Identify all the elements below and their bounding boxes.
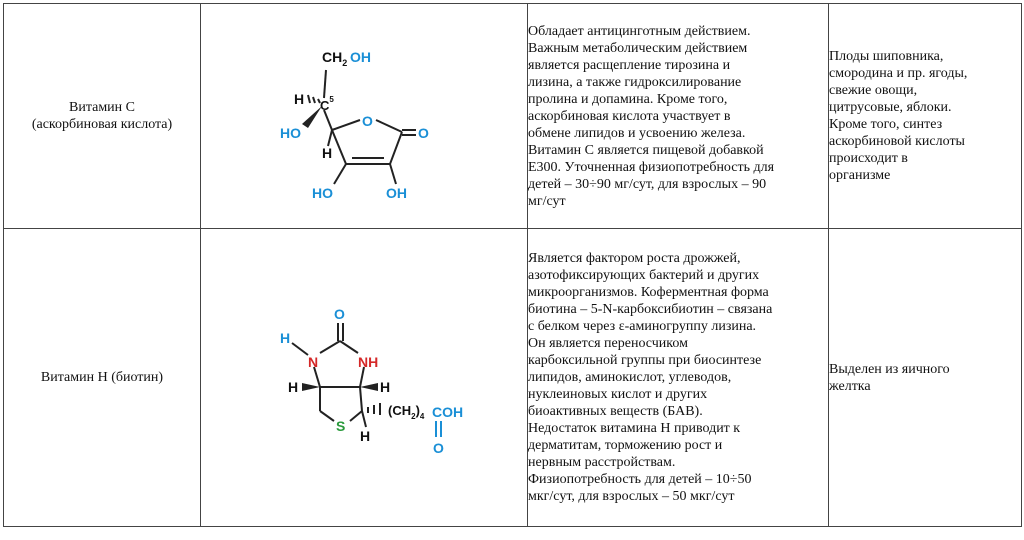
vitamin-h-desc-line: азотофиксирующих бактерий и других [528, 268, 760, 283]
vitamin-h-desc-line: биотина – 5-N-карбоксибиотин – связана [528, 302, 773, 317]
vitamin-c-desc-line: Обладает антицинготным действием. [528, 23, 751, 39]
vitamin-h-source-line: желтка [829, 378, 871, 394]
vitamin-c-source-line: аскорбиновой кислоты [829, 134, 965, 149]
vitamin-c-source-line: цитрусовые, яблоки. [829, 100, 952, 115]
label-keto-o: O [418, 125, 429, 141]
vitamin-c-desc-line: мг/сут [528, 193, 566, 209]
vitamin-h-desc-line: микроорганизмов. Коферментная форма [528, 285, 769, 300]
bond-c2-n3 [339, 339, 359, 354]
vitamin-c-desc-line: лизина, а также гидроксилирование [528, 74, 742, 90]
bond-c4-s [319, 409, 335, 422]
label-h-bottom: H [360, 428, 370, 444]
vitamin-h-desc-line: с белком через ε-аминогруппу лизина. [528, 319, 757, 334]
label-h: H [294, 91, 304, 107]
vitamin-c-source-line: Плоды шиповника, [829, 49, 944, 64]
label-c5: C5 [320, 95, 334, 113]
label-oh-bottom: OH [386, 185, 407, 201]
label-h-n: H [280, 330, 290, 346]
vitamin-c-source: Плоды шиповника, смородина и пр. ягоды, … [828, 3, 1022, 229]
label-ring-o: O [362, 113, 373, 129]
label-side-chain: (CH2)4 [388, 403, 425, 421]
hash-bond-side-chain [367, 402, 381, 415]
table-row-vitamin-c: Витамин С (аскорбиновая кислота) [3, 3, 1022, 229]
bond-c2-n1 [319, 339, 341, 354]
label-n-left: N [308, 354, 318, 370]
label-ho-bottom: HO [312, 185, 333, 201]
label-ch2: CH2 [322, 49, 347, 68]
vitamin-c-source-line: свежие овощи, [829, 83, 918, 98]
label-coh: COH [432, 404, 463, 420]
vitamin-h-structure-cell: O H N NH H H S H (CH2)4 COH O [200, 228, 528, 527]
vitamin-h-desc-line: Недостаток витамина Н приводит к [528, 421, 741, 436]
bond-c4-h [327, 129, 333, 147]
vitamin-c-desc-line: детей – 30÷90 мг/сут, для взрослых – 90 [528, 176, 767, 192]
wedge-left-h [302, 382, 320, 391]
vitamin-c-source-line: смородина и пр. ягоды, [829, 66, 968, 81]
vitamin-h-name-cell: Витамин Н (биотин) [3, 228, 201, 527]
ascorbic-acid-structure: CH2 OH H C5 O O HO H HO OH [280, 49, 429, 201]
table-row-vitamin-h: Витамин Н (биотин) [3, 228, 1022, 527]
vitamin-c-desc-line: Витамин С является пищевой добавкой [528, 142, 764, 158]
bond-c6-c6a [359, 386, 363, 411]
label-ho-left: HO [280, 125, 301, 141]
vitamin-h-name: Витамин Н (биотин) [40, 370, 164, 385]
vitamin-c-desc-line: Важным метаболическим действием [528, 40, 748, 56]
bond-c4-o [331, 119, 361, 131]
vitamin-c-name: Витамин С [68, 100, 135, 115]
vitamin-c-source-line: Кроме того, синтез [829, 117, 943, 132]
vitamin-h-description: Является фактором роста дрожжей, азотофи… [527, 228, 829, 527]
vitamin-h-source: Выделен из яичного желтка [828, 228, 1022, 527]
vitamin-c-name-cell: Витамин С (аскорбиновая кислота) [3, 3, 201, 229]
bond-c1-c2 [389, 131, 403, 165]
vitamin-h-desc-line: карбоксильной группы при биосинтезе [528, 353, 762, 368]
vitamin-c-desc-line: является расщепление тирозина и [528, 57, 731, 73]
bond-o-c1 [375, 119, 403, 133]
bond-c6-h [361, 410, 367, 427]
vitamin-h-desc-line: Физиопотребность для детей – 10÷50 [528, 472, 752, 487]
vitamin-c-desc-line: пролина и допамина. Кроме того, [528, 91, 728, 107]
vitamin-c-desc-line: аскорбиновая кислота участвует в [528, 108, 731, 124]
vitamin-h-desc-line: липидов, аминокислот, углеводов, [528, 370, 732, 385]
vitamin-c-description: Обладает антицинготным действием. Важным… [527, 3, 829, 229]
wedge-right-h [360, 382, 378, 391]
vitamin-h-source-line: Выделен из яичного [829, 361, 950, 377]
label-oh-top: OH [350, 49, 371, 65]
vitamin-c-source-line: организме [829, 168, 891, 183]
vitamin-h-desc-line: нервным расстройствам. [528, 455, 676, 470]
vitamin-c-structure-cell: CH2 OH H C5 O O HO H HO OH [200, 3, 528, 229]
vitamin-h-desc-line: Он является переносчиком [528, 336, 688, 351]
vitamin-h-desc-line: Является фактором роста дрожжей, [528, 251, 741, 266]
bond-c5-c4 [323, 109, 333, 131]
bond-n3-c6a [359, 366, 365, 387]
bond-s-c6 [349, 409, 363, 422]
bond-c3-oh [333, 163, 347, 185]
vitamin-h-desc-line: мкг/сут, для взрослых – 50 мкг/сут [528, 489, 735, 504]
vitamin-c-source-line: происходит в [829, 151, 908, 166]
label-h-low: H [322, 145, 332, 161]
bond-n1-c3a [313, 366, 321, 387]
bond-h-n1 [291, 341, 309, 356]
vitamin-h-desc-line: биоактивных веществ (БАВ). [528, 404, 703, 419]
bond-c3-c4 [331, 129, 347, 165]
vitamin-c-desc-line: обмене липидов и усвоению железа. [528, 125, 746, 141]
wedge-c5-ho [302, 106, 322, 128]
label-s: S [336, 418, 345, 434]
label-o-bottom: O [433, 440, 444, 456]
vitamin-c-desc-line: Е300. Уточненная физиопотребность для [528, 159, 775, 175]
vitamin-h-desc-line: дерматитам, торможению рост и [528, 438, 723, 453]
label-h-right: H [380, 379, 390, 395]
label-nh-right: NH [358, 354, 378, 370]
vitamin-c-name-sub: (аскорбиновая кислота) [31, 117, 173, 132]
label-o-top: O [334, 306, 345, 322]
bond-c5-ch2 [323, 69, 327, 99]
hash-bond-c5-h [307, 94, 321, 104]
vitamin-table: Витамин С (аскорбиновая кислота) [3, 3, 1022, 527]
label-h-left: H [288, 379, 298, 395]
bond-c2-oh [389, 163, 397, 185]
biotin-structure: O H N NH H H S H (CH2)4 COH O [280, 306, 463, 456]
vitamin-h-desc-line: нуклеиновых кислот и других [528, 387, 708, 402]
